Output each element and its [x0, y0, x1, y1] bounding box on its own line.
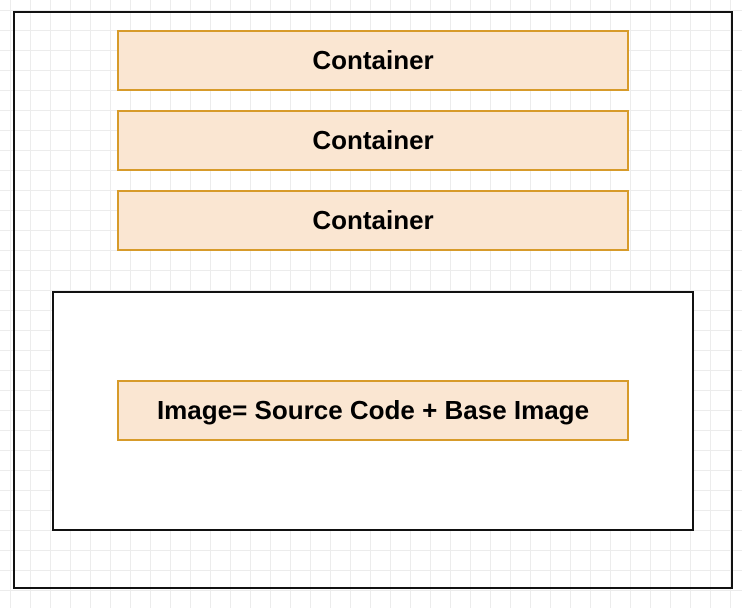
outer-frame: [13, 11, 733, 589]
container-label: Container: [312, 45, 434, 75]
container-box: Container: [117, 30, 629, 91]
container-label: Container: [312, 125, 434, 155]
image-box: Image= Source Code + Base Image: [117, 380, 629, 441]
container-label: Container: [312, 205, 434, 235]
container-box: Container: [117, 110, 629, 171]
container-box: Container: [117, 190, 629, 251]
image-label: Image= Source Code + Base Image: [156, 395, 590, 425]
